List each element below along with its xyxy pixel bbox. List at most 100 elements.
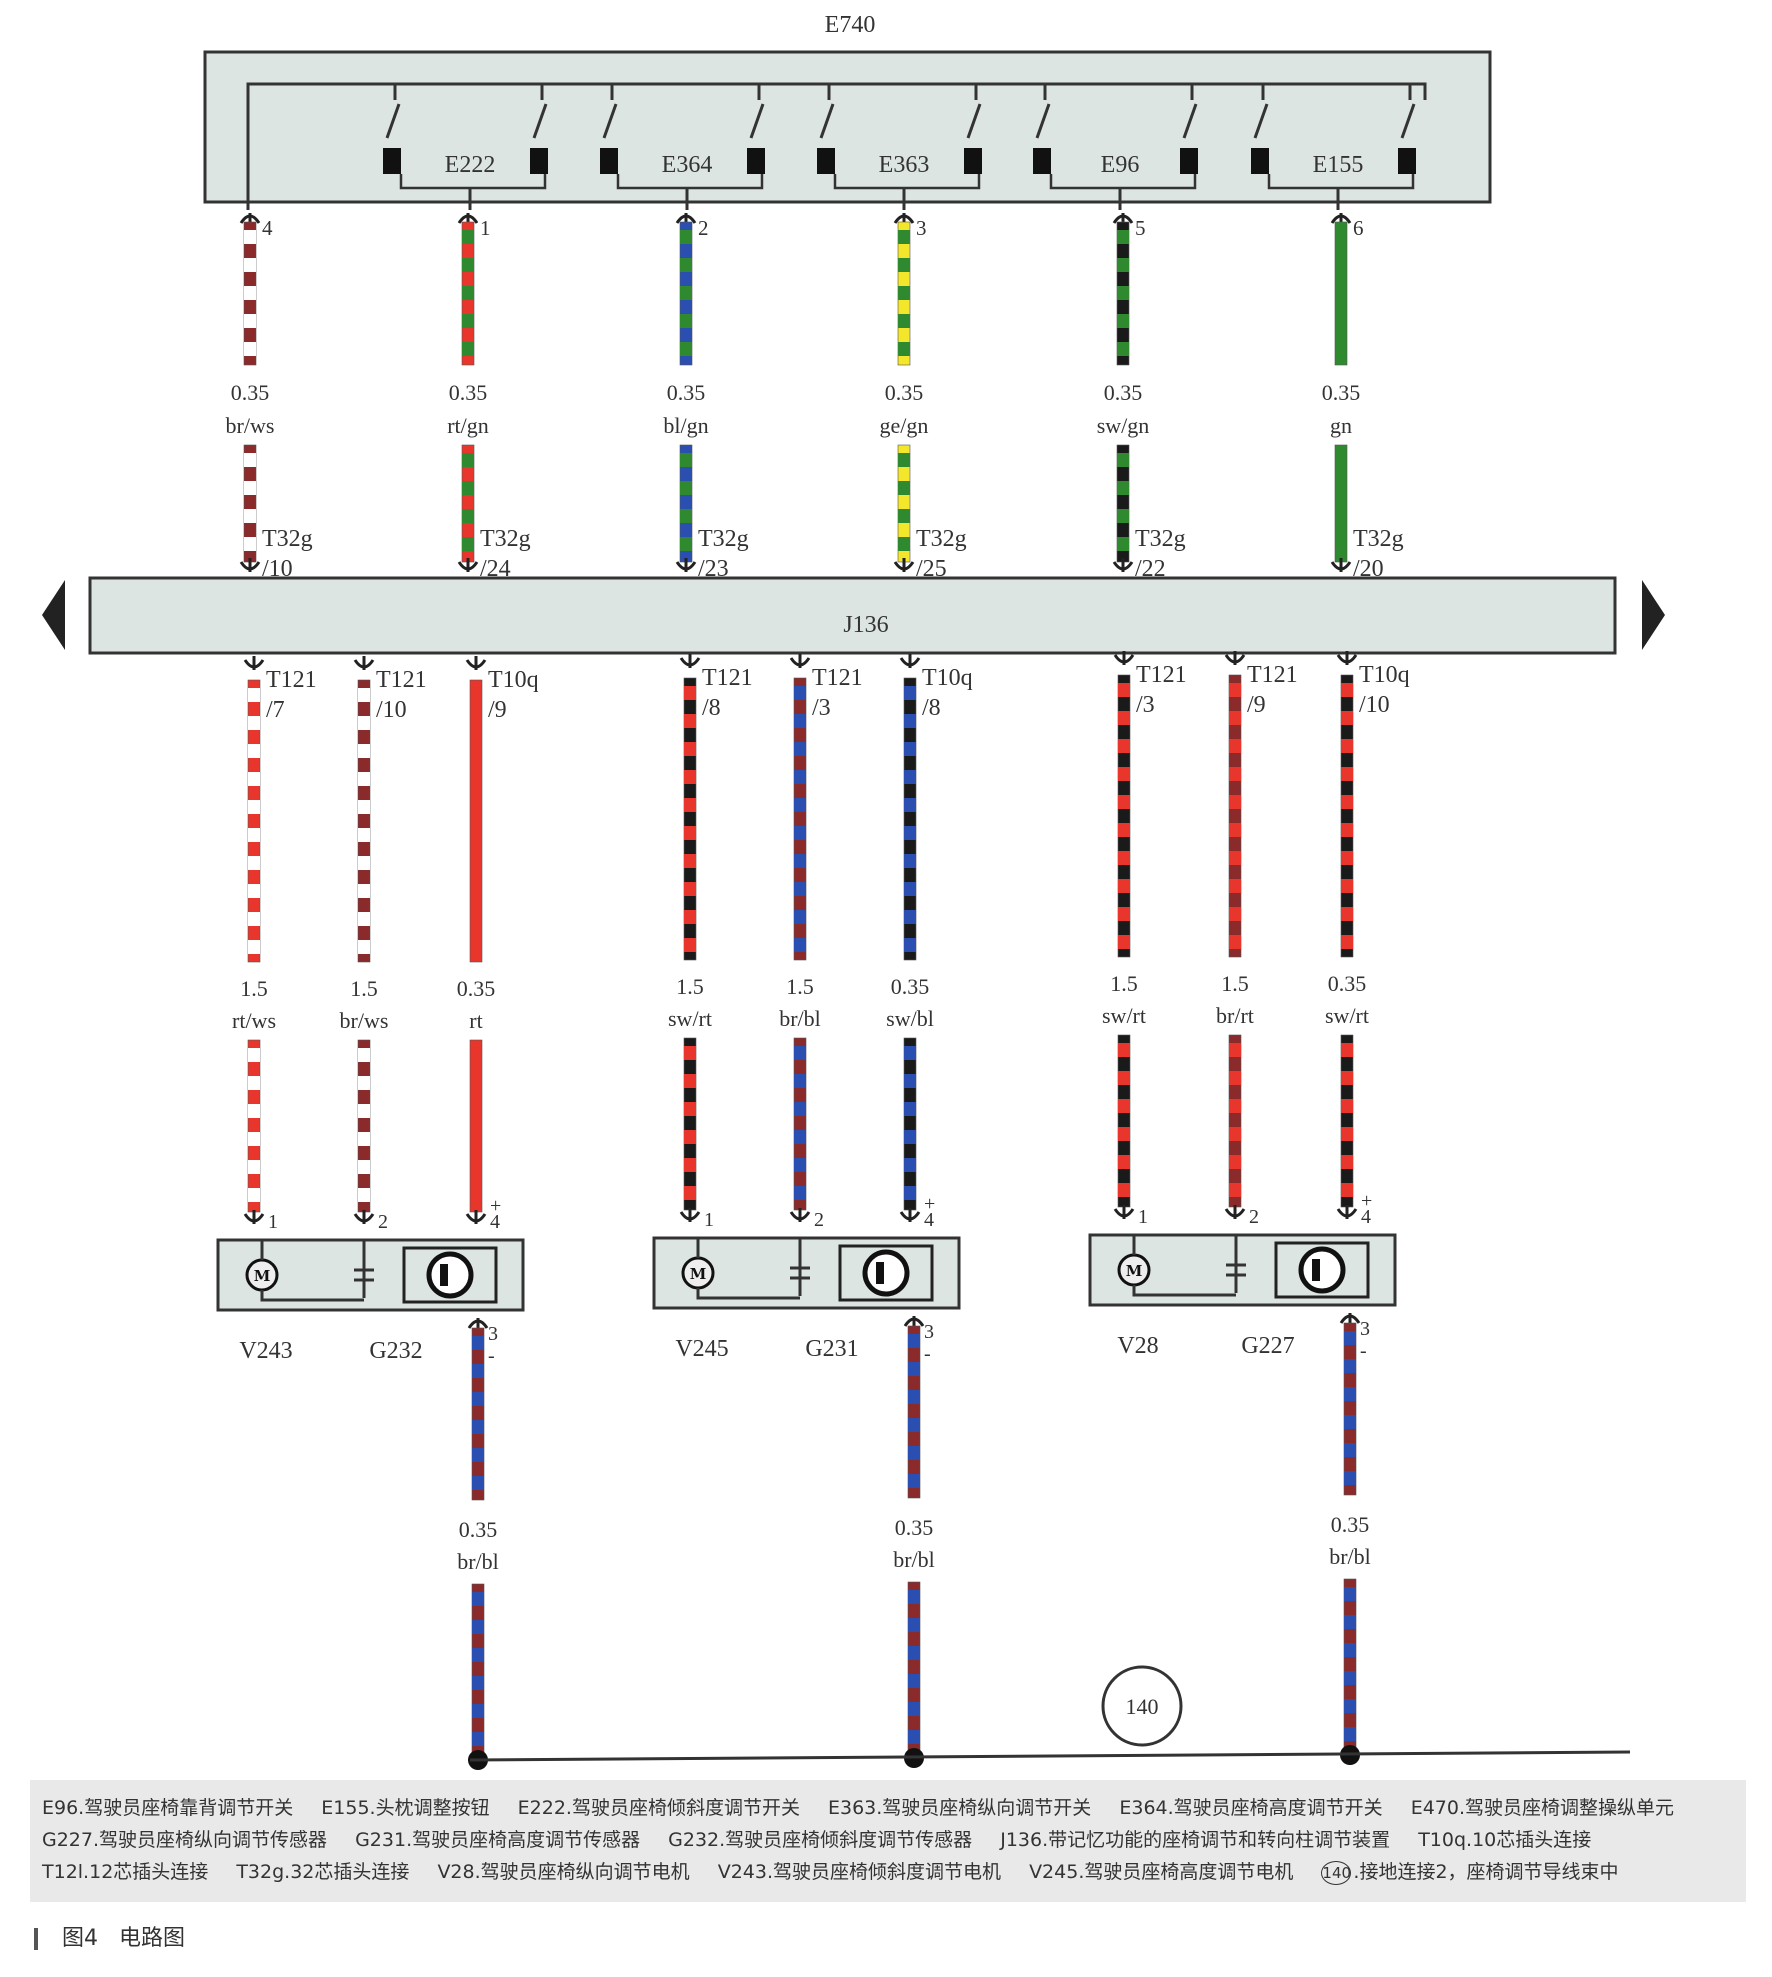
plug-icon [1336,651,1358,665]
module-j136 [88,576,1617,655]
wire-stripe [684,1074,696,1088]
wire-stripe [462,342,474,356]
wire-stripe [1118,1183,1130,1197]
plug-icon [789,1208,811,1222]
wire-stripe [244,453,256,467]
switch-e363: E363 [817,84,982,210]
connector-label: T32g [916,526,967,552]
wire-stripe [1341,1099,1353,1113]
wire-stripe [1117,342,1129,356]
bottom-wire: T121/101.5br/ws2 [340,656,427,1233]
wire-stripe [684,742,696,756]
plug-icon [243,656,265,670]
legend-item: V28.驾驶员座椅纵向调节电机 [437,1861,690,1883]
wire-upper [897,221,911,366]
wire-lower [679,444,693,563]
connector-pin-label: /25 [916,556,947,582]
bottom-wire: T121/31.5br/bl2 [779,654,863,1231]
wire-stripe [904,1102,916,1116]
wire-stripe [794,1186,806,1200]
wire-stripe [1341,767,1353,781]
wire-stripe [244,258,256,272]
wire-segment [357,1039,371,1213]
wire-stripe [794,1074,806,1088]
legend-item: T32g.32芯插头连接 [236,1861,410,1883]
connector-pin-label: /24 [480,556,511,582]
wire-stripe [794,1102,806,1116]
wire-stripe [904,770,916,784]
wire-lower [461,444,475,563]
wire-segment [471,1583,485,1759]
wire-sign-label: + [490,1195,501,1217]
wire-stripe [358,744,370,758]
wire-color-label: rt/gn [447,413,489,438]
connector-pin-label: /9 [488,697,507,723]
wire-stripe [1341,823,1353,837]
connector-pin-label: /8 [702,695,721,721]
wire-stripe [1344,1587,1356,1601]
wire-stripe [680,258,692,272]
plug-icon [1113,651,1135,665]
wire-color-label: sw/rt [1325,1003,1369,1028]
sensor-icon [1298,1246,1346,1294]
wire-stripe [1229,1071,1241,1085]
plug-icon [243,1210,265,1224]
wire-upper [471,1327,485,1501]
wire-stripe [794,882,806,896]
wire-stripe [904,1046,916,1060]
wire-stripe [462,314,474,328]
legend-item: E96.驾驶员座椅靠背调节开关 [42,1797,294,1819]
wire-stripe [472,1592,484,1606]
wire-stripe [680,342,692,356]
wire-stripe [904,1158,916,1172]
wire-stripe [904,686,916,700]
wire-stripe [1118,795,1130,809]
wire-stripe [794,742,806,756]
wire-lower [897,444,911,563]
sensor-core [440,1264,448,1286]
wire-color-label: gn [1330,413,1352,438]
wire-stripe [1229,1127,1241,1141]
connector-pin-label: /9 [1247,692,1266,718]
wire-stripe [1344,1643,1356,1657]
wire-stripe [1341,1155,1353,1169]
wire-gauge-label: 1.5 [240,976,268,1001]
figure-caption: 图4 电路图 [34,1920,185,1952]
wire-stripe [358,1188,370,1202]
wire-stripe [908,1646,920,1660]
wire-pin-label: 2 [698,216,709,240]
wire-stripe [358,1104,370,1118]
plug-icon [457,558,479,572]
wire-stripe [1229,879,1241,893]
wire-stripe [244,314,256,328]
wire-color-label: bl/gn [663,413,708,438]
wire-stripe [1118,1071,1130,1085]
wire-stripe [248,1104,260,1118]
wire-stripe [680,314,692,328]
connector-label: T121 [812,665,863,691]
wire-stripe [1229,1183,1241,1197]
wire-pin-label: 3 [916,216,927,240]
wire-stripe [472,1476,484,1490]
wire-stripe [358,884,370,898]
wire-segment [683,1037,697,1211]
plug-icon [239,558,261,572]
module-j136-label: J136 [843,612,888,638]
switch-blade [819,103,835,139]
wire-stripe [358,1076,370,1090]
connector-label: T32g [1353,526,1404,552]
wire-stripe [1117,314,1129,328]
wire-gauge-label: 0.35 [459,1517,498,1542]
wire-stripe [1118,935,1130,949]
switch-block [530,148,548,174]
sensor-label: G232 [369,1338,422,1364]
wire-stripe [794,826,806,840]
connector-pin-label: /8 [922,695,941,721]
wire-stripe [1117,230,1129,244]
wire-stripe [1117,453,1129,467]
plug-icon [353,656,375,670]
